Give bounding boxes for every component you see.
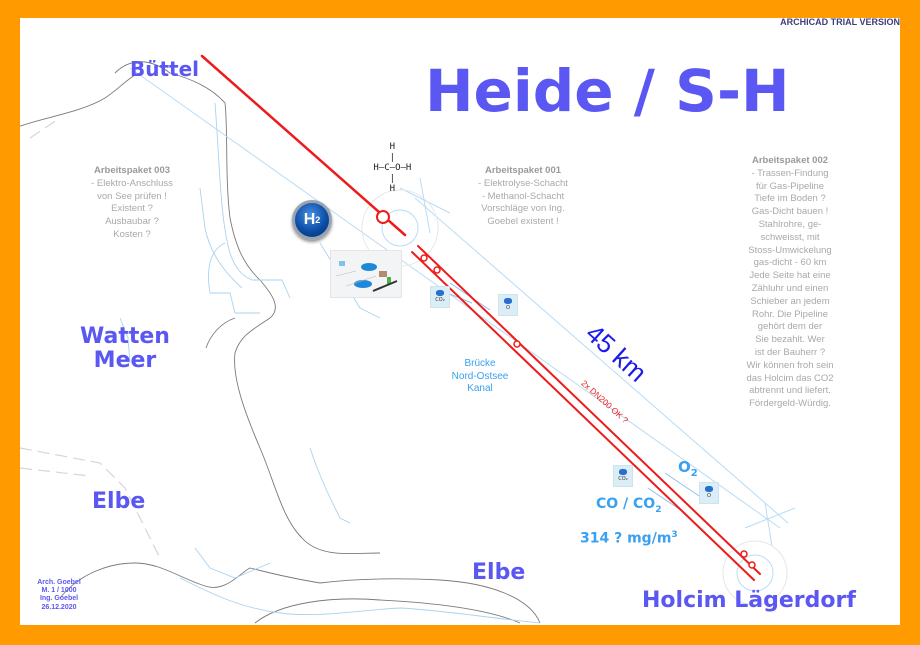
work-package-line: - Trassen-Findung [751,167,829,179]
stamp-line: Arch. Goebel [37,579,81,586]
oxygen-icon-label: O [707,493,711,499]
map-drawing [20,54,796,624]
stamp-line: Ing. Goebel [39,595,79,603]
work-package-line: Ausbaubar ? [105,216,159,228]
concentration-label: 314 ? mg/m3 [580,530,678,547]
work-package-line: Stahlrohre, ge- [758,218,822,230]
place-watten-line2: Meer [93,348,157,374]
co2-icon-label: CO₂ [435,297,445,303]
work-package-line: Schieber an jedem [750,295,830,307]
work-package-001: Arbeitspaket 001 - Elektrolyse-Schacht -… [458,165,588,229]
work-package-line: das Holcim das CO2 [746,372,834,384]
methanol-formula: H | H—C—O—H | H [373,142,412,194]
oxygen-label: O2 [678,458,698,479]
work-package-003-heading: Arbeitspaket 003 [93,165,171,176]
place-elbe-south: Elbe [472,560,526,585]
pipeline [200,54,761,581]
work-package-line: von See prüfen ! [97,190,167,202]
stamp-line: 26.12.2020 [41,603,77,611]
work-package-002: Arbeitspaket 002 - Trassen-Findung für G… [730,155,850,411]
work-package-line: Wir können froh sein [746,359,834,371]
stamp-line: M. 1 / 1000 [41,587,77,595]
work-package-line: Gas-Dicht bauen ! [751,206,829,218]
place-elbe-west: Elbe [92,489,146,514]
work-package-line: Jede Seite hat eine [749,270,831,282]
place-wattenmeer: Watten Meer [80,324,170,374]
work-package-line: Vorschläge von Ing. [481,203,565,215]
concentration-sup: 3 [671,530,678,540]
work-package-line: Goebel existent ! [487,216,559,228]
work-package-line: Kosten ? [113,228,151,240]
place-holcim-laegerdorf: Holcim Lägerdorf [642,588,856,613]
bridge-label: Brücke Nord-Ostsee Kanal [440,358,520,396]
work-package-line: Zähluhr und einen [751,282,829,294]
work-package-line: abtrennt und liefert. [749,385,831,397]
plant-diagram-icon [335,261,398,292]
oxygen-sub: 2 [690,468,698,479]
work-package-line: - Elektrolyse-Schacht [478,177,568,189]
oxygen-main: O [678,458,691,476]
co2-molecule-icon-south: CO₂ [613,465,633,487]
elbe-south-bank [254,598,521,624]
drawing-stamp: Arch. Goebel M. 1 / 1000 Ing. Goebel 26.… [34,579,84,612]
work-package-line: für Gas-Pipeline [755,180,825,192]
work-package-line: schweisst, mit [760,231,820,243]
co2-icon-label: CO₂ [618,476,628,482]
work-package-002-heading: Arbeitspaket 002 [751,155,829,166]
oxygen-molecule-icon: O [498,294,518,316]
work-package-line: ist der Bauherr ? [754,346,826,358]
co2-molecule-icon: CO₂ [430,286,450,308]
place-buettel: Büttel [130,57,200,81]
work-package-line: gehört dem der [757,321,823,333]
work-package-line: gas-dicht - 60 km [753,257,827,269]
work-package-line: Rohr. Die Pipeline [751,308,829,320]
co-sub: 2 [655,504,662,515]
work-package-line: - Methanol-Schacht [481,190,565,202]
bridge-line: Brücke [464,358,496,369]
co-main: CO / CO [596,496,656,512]
bridge-line: Kanal [467,383,493,394]
work-package-001-heading: Arbeitspaket 001 [484,165,562,176]
coastline-north [20,72,141,127]
work-package-line: Fördergeld-Würdig. [749,398,831,410]
work-package-line: Sie bezahlt. Wer [755,334,825,346]
hydrogen-subscript: 2 [315,215,321,225]
place-watten-line1: Watten [80,324,170,349]
bridge-line: Nord-Ostsee [451,370,509,382]
coastline-main [114,61,381,554]
work-package-line: - Elektro-Anschluss [91,177,173,189]
map-sheet: ARCHICAD TRIAL VERSION Heide / S-H Bütte… [20,18,900,625]
page-title: Heide / S-H [425,57,790,125]
co-co2-label: CO / CO2 [596,496,661,515]
survey-line [129,67,781,529]
trial-watermark: ARCHICAD TRIAL VERSION [780,18,900,27]
work-package-line: Tiefe im Boden ? [754,193,826,205]
concentration-main: 314 ? mg/m [580,530,672,547]
oxygen-icon-label: O [506,305,510,311]
elbe-north-bank [59,562,541,624]
work-package-003: Arbeitspaket 003 - Elektro-Anschluss von… [72,165,192,242]
oxygen-molecule-icon-south: O [699,482,719,504]
work-package-line: Stoss-Umwickelung [748,244,832,256]
coastline-notch [205,317,236,349]
electrolysis-plant-image [330,250,402,298]
work-package-line: Existent ? [111,203,153,215]
hydrogen-symbol: H [303,211,316,228]
